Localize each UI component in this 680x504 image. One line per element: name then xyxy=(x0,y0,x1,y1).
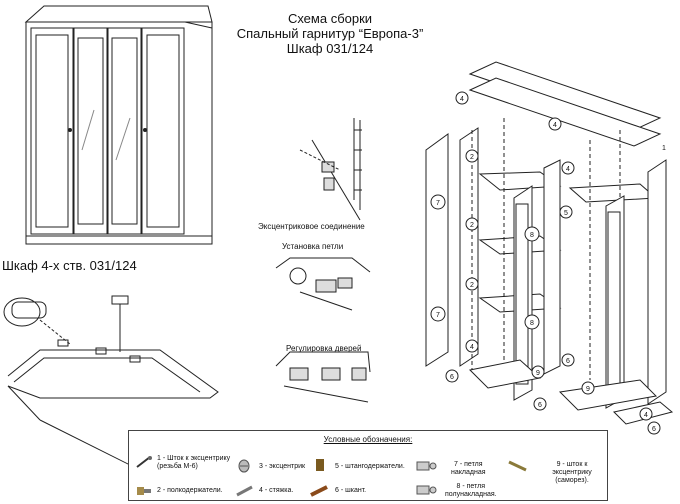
callout-4: 4 xyxy=(644,412,648,419)
legend-box: Условные обозначения: 1 - Шток к эксцент… xyxy=(128,430,608,501)
wardrobe-caption: Шкаф 4-х ств. 031/124 xyxy=(2,258,137,273)
hinge-halfoverlay-icon xyxy=(416,485,437,495)
base-detail xyxy=(3,295,219,471)
callout-4: 4 xyxy=(460,96,464,103)
legend-item-1: 1 - Шток к эксцентрику(резьба М-6) xyxy=(157,455,231,470)
legend-item-9: 9 - шток к эксцентрику(саморез). xyxy=(552,461,592,484)
eccentric-detail xyxy=(299,118,362,221)
eccentric-rod-icon xyxy=(136,456,152,468)
hinge-overlay-icon xyxy=(416,461,437,471)
door-adjustment-caption: Регулировка дверей xyxy=(286,344,362,353)
callout-2: 2 xyxy=(470,154,474,161)
callout-4: 4 xyxy=(566,166,570,173)
callout-4: 4 xyxy=(553,122,557,129)
hinge-detail-caption: Установка петли xyxy=(282,242,344,251)
shelf-holder-icon xyxy=(137,487,151,495)
callout-6: 6 xyxy=(538,402,542,409)
diagram-subtitle: Спальный гарнитур “Европа-3” xyxy=(236,26,424,41)
callout-4: 4 xyxy=(470,344,474,351)
callout-6: 6 xyxy=(652,426,656,433)
diagram-title: Схема сборки xyxy=(287,11,373,26)
callout-7: 7 xyxy=(436,312,440,319)
callout-numbers: 4 4 4 2 7 7 2 2 8 8 5 4 6 9 6 6 9 4 6 1 xyxy=(436,96,666,433)
callout-9: 9 xyxy=(586,386,590,393)
hinge-detail xyxy=(275,257,371,311)
eccentric-detail-caption: Эксцентриковое соединение xyxy=(258,222,365,231)
callout-2: 2 xyxy=(470,282,474,289)
tie-screw-icon xyxy=(236,485,253,497)
callout-6: 6 xyxy=(450,374,454,381)
callout-2: 2 xyxy=(470,222,474,229)
callout-5: 5 xyxy=(564,210,568,217)
legend-item-2: 2 - полкодержатели. xyxy=(157,487,223,494)
callout-9: 9 xyxy=(536,370,540,377)
door-adjustment-detail xyxy=(275,351,371,403)
diagram-model: Шкаф 031/124 xyxy=(286,41,374,56)
legend-item-3: 3 - эксцентрик xyxy=(259,463,306,470)
callout-6: 6 xyxy=(566,358,570,365)
dowel-icon xyxy=(310,485,328,497)
legend-item-4: 4 - стяжка. xyxy=(259,487,294,494)
callout-8: 8 xyxy=(530,232,534,239)
callout-7: 7 xyxy=(436,200,440,207)
legend-item-6: 6 - шкант. xyxy=(335,487,367,494)
callout-1: 1 xyxy=(662,145,666,152)
eccentric-screw-icon xyxy=(508,460,527,472)
eccentric-icon xyxy=(238,459,250,473)
exploded-wardrobe xyxy=(425,61,674,425)
legend-item-5: 5 - штангодержатели. xyxy=(335,463,405,470)
assembled-wardrobe xyxy=(24,5,213,245)
rod-holder-icon xyxy=(316,459,324,471)
callout-markers xyxy=(430,91,661,435)
callout-8: 8 xyxy=(530,320,534,327)
legend-title: Условные обозначения: xyxy=(323,435,413,444)
